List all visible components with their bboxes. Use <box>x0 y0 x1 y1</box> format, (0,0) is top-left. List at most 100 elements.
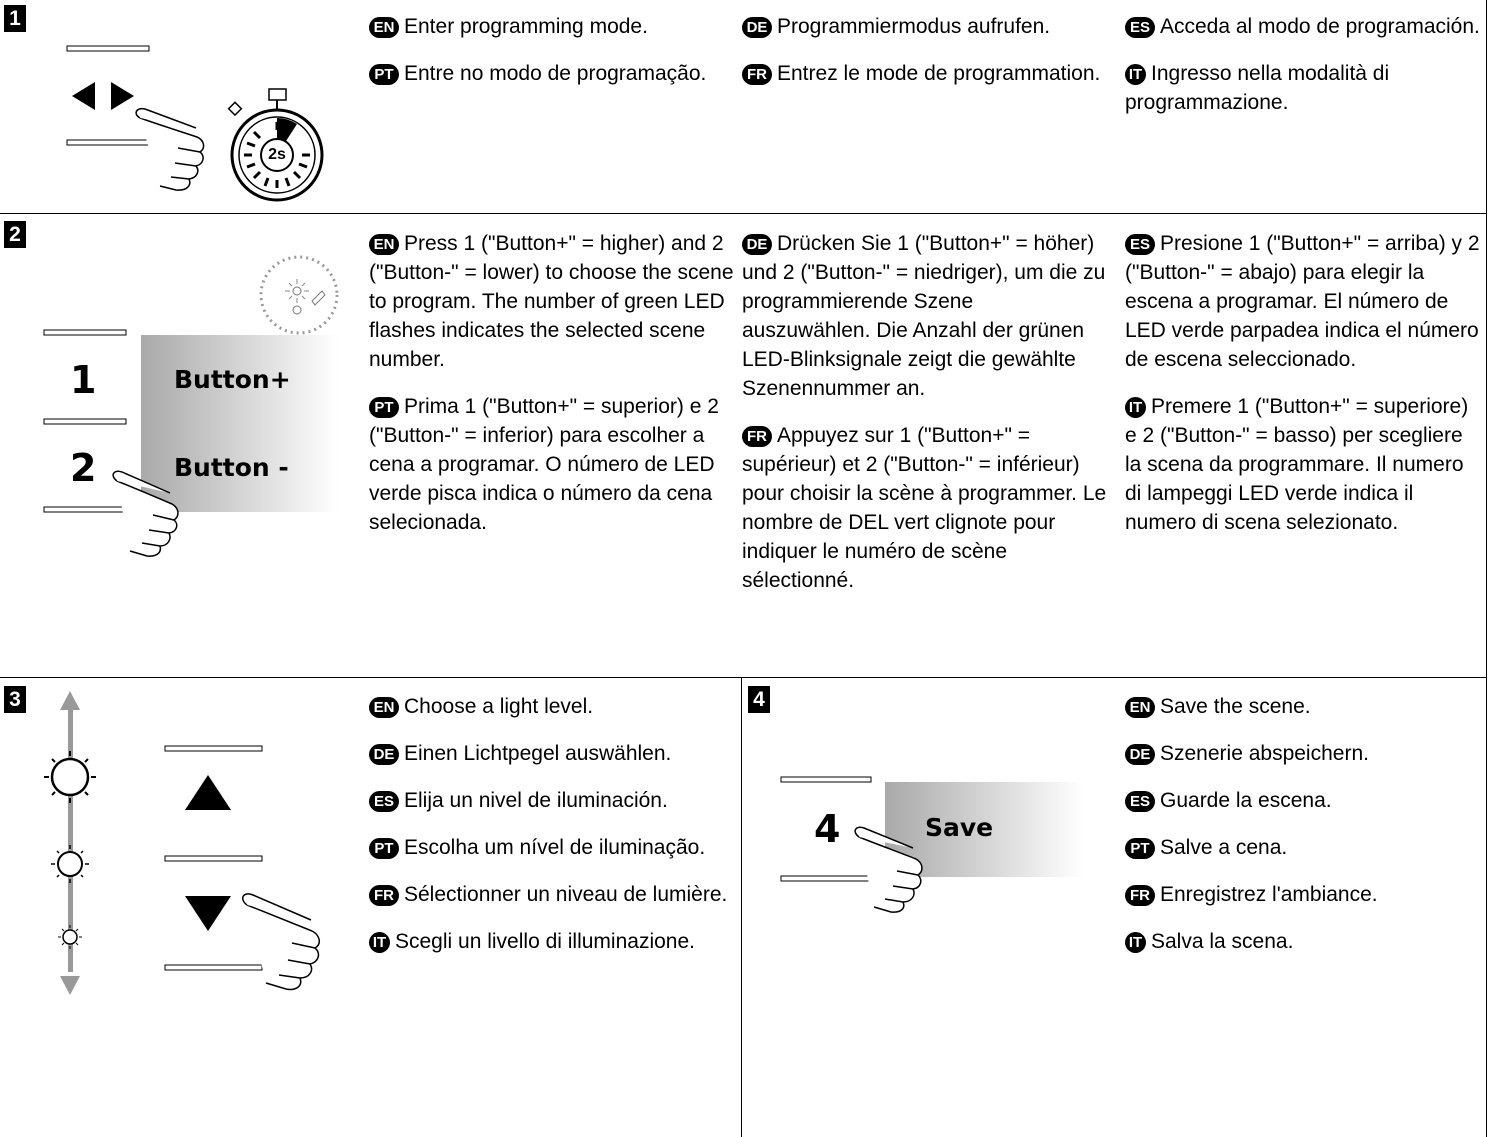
step-1-illustration <box>66 45 324 202</box>
language-badge-es: ES <box>1125 791 1155 812</box>
save-button-label[interactable]: Save <box>925 813 994 842</box>
instruction-text: Prima 1 ("Button+" = superior) e 2 ("But… <box>369 395 719 534</box>
instruction-text: Sélectionner un niveau de lumière. <box>404 883 728 906</box>
language-badge-de: DE <box>742 17 772 38</box>
language-badge-pt: PT <box>369 397 399 418</box>
divider-step-3-4 <box>741 677 742 1137</box>
divider-step-2-3 <box>0 677 1487 678</box>
language-badge-es: ES <box>369 791 399 812</box>
instruction-text: Einen Lichtpegel auswählen. <box>404 742 672 765</box>
led-flash-icon <box>259 255 339 335</box>
up-triangle-icon[interactable] <box>185 775 231 810</box>
instruction-text: Enter programming mode. <box>404 15 648 38</box>
step-number-3: 3 <box>4 686 26 713</box>
pointing-hand-icon <box>242 893 320 991</box>
language-badge-fr: FR <box>369 885 399 906</box>
instruction-text: Szenerie abspeichern. <box>1160 742 1369 765</box>
instruction-text: Premere 1 ("Button+" = superiore) e 2 ("… <box>1125 395 1469 534</box>
language-badge-es: ES <box>1125 17 1155 38</box>
instruction-text: Save the scene. <box>1160 695 1311 718</box>
instruction-text: Acceda al modo de programación. <box>1160 15 1480 38</box>
step-number-1: 1 <box>4 5 26 32</box>
language-badge-pt: PT <box>369 64 399 85</box>
step-number-2: 2 <box>4 221 26 248</box>
instruction-text: Elija un nivel de iluminación. <box>404 789 668 812</box>
instruction-text: Ingresso nella modalità di programmazion… <box>1125 62 1390 114</box>
language-badge-de: DE <box>369 744 399 765</box>
instruction-text: Drücken Sie 1 ("Button+" = höher) und 2 … <box>742 232 1106 400</box>
language-badge-it: IT <box>1125 932 1146 953</box>
instruction-text: Entrez le mode de programmation. <box>777 62 1101 85</box>
instruction-text: Escolha um nível de iluminação. <box>404 836 706 859</box>
step-number-4: 4 <box>748 686 770 713</box>
instruction-text: Presione 1 ("Button+" = arriba) y 2 ("Bu… <box>1125 232 1480 371</box>
step-2-illustration <box>43 255 339 557</box>
stopwatch-icon <box>227 88 324 202</box>
language-badge-en: EN <box>369 17 399 38</box>
button-1-number: 1 <box>70 358 97 402</box>
button-plus-label[interactable]: Button+ <box>174 365 291 394</box>
language-badge-it: IT <box>1125 397 1146 418</box>
stopwatch-label: 2s <box>268 146 286 163</box>
down-triangle-icon[interactable] <box>185 896 231 931</box>
pointing-hand-icon <box>135 107 205 191</box>
language-badge-it: IT <box>369 932 390 953</box>
instruction-text: Salve a cena. <box>1160 836 1288 859</box>
language-badge-it: IT <box>1125 64 1146 85</box>
pointing-hand-icon <box>112 470 179 557</box>
instruction-text: Guarde la escena. <box>1160 789 1332 812</box>
button-2-number: 2 <box>70 446 97 490</box>
language-badge-fr: FR <box>742 426 772 447</box>
instruction-text: Appuyez sur 1 ("Button+" = supérieur) et… <box>742 424 1107 592</box>
language-badge-pt: PT <box>1125 838 1155 859</box>
language-badge-es: ES <box>1125 234 1155 255</box>
instruction-text: Scegli un livello di illuminazione. <box>395 930 695 953</box>
language-badge-fr: FR <box>742 64 772 85</box>
instruction-text: Press 1 ("Button+" = higher) and 2 ("But… <box>369 232 734 371</box>
instruction-text: Salva la scena. <box>1151 930 1294 953</box>
language-badge-en: EN <box>1125 697 1155 718</box>
right-border <box>1486 0 1487 1137</box>
language-badge-fr: FR <box>1125 885 1155 906</box>
arrow-left-right-icon <box>72 82 134 110</box>
language-badge-de: DE <box>742 234 772 255</box>
button-minus-label[interactable]: Button - <box>174 453 289 482</box>
step-3-illustration <box>44 691 320 995</box>
instruction-text: Choose a light level. <box>404 695 594 718</box>
instruction-text: Entre no modo de programação. <box>404 62 707 85</box>
divider-step-1-2 <box>0 213 1487 214</box>
language-badge-pt: PT <box>369 838 399 859</box>
button-4-number: 4 <box>814 807 841 851</box>
language-badge-en: EN <box>369 697 399 718</box>
instruction-text: Programmiermodus aufrufen. <box>777 15 1051 38</box>
language-badge-de: DE <box>1125 744 1155 765</box>
